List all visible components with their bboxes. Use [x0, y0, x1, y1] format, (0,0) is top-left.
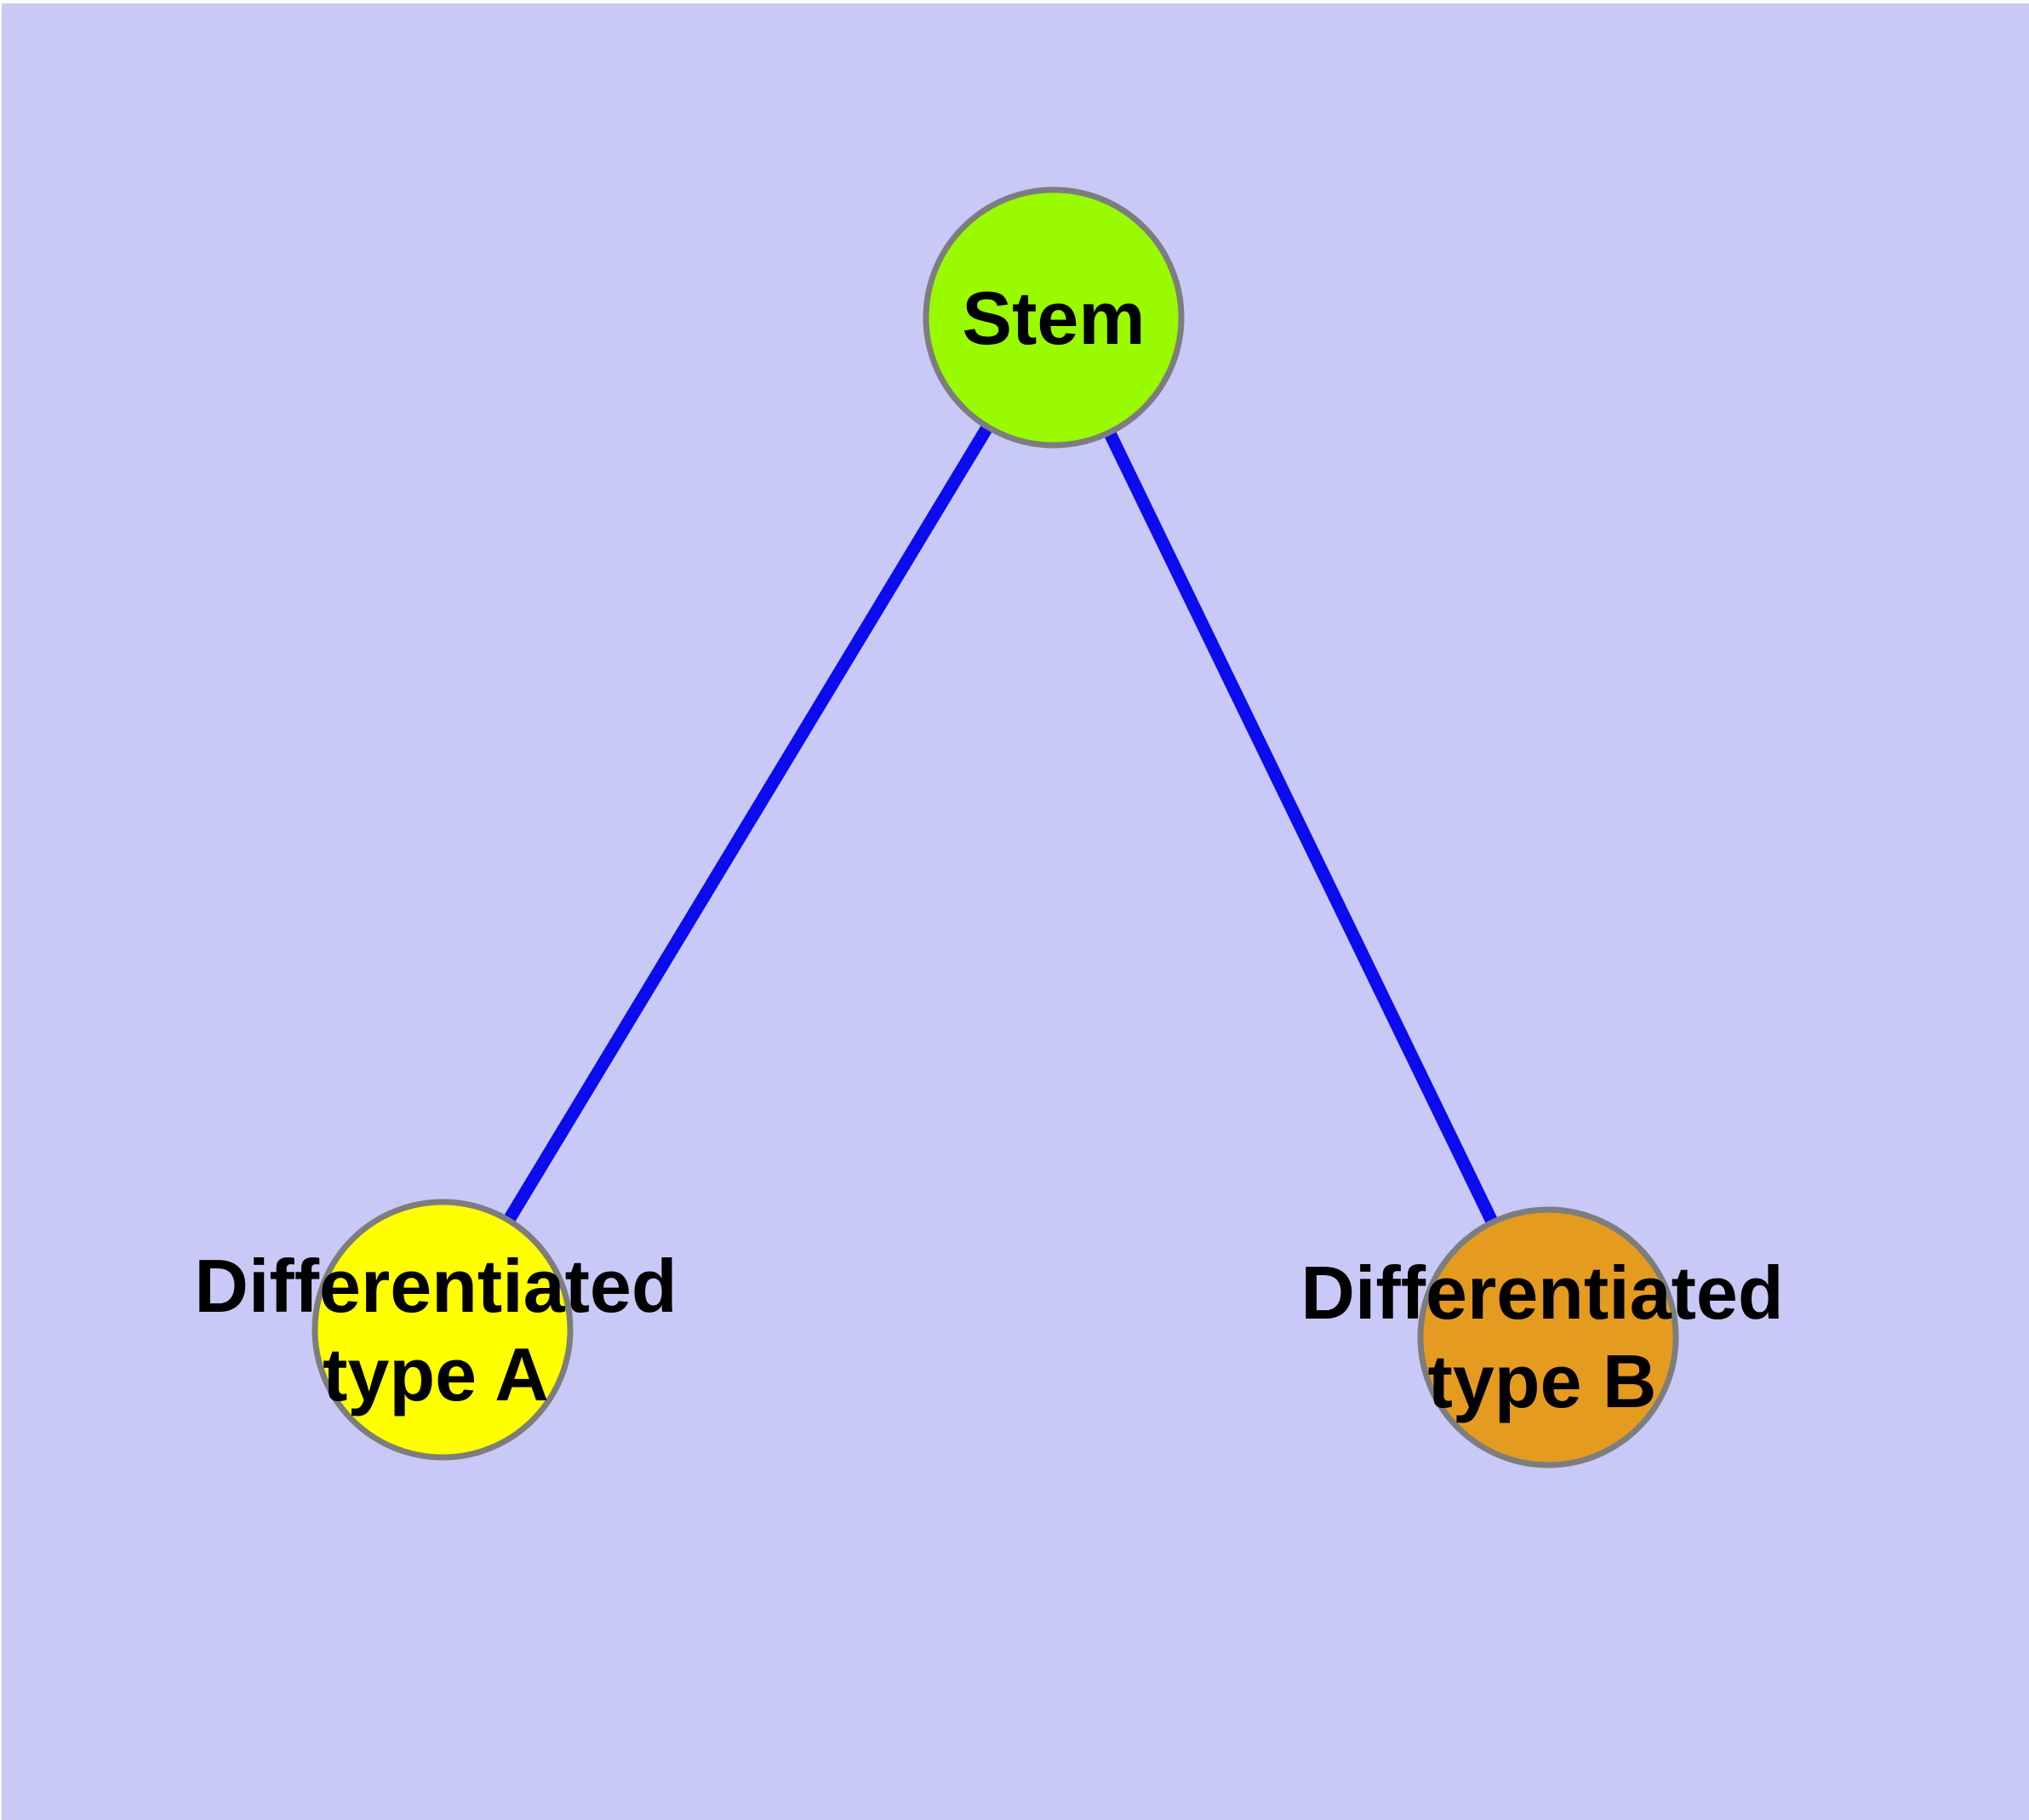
edge-stem-to-type-a: [437, 314, 1060, 1333]
node-type-b-label: Differentiated type B: [1300, 1249, 1783, 1426]
edge-stem-to-type-b: [1048, 314, 1554, 1341]
node-type-b-circle: [1417, 1206, 1679, 1468]
node-stem-label: Stem: [962, 274, 1145, 363]
node-type-b-label-line1: Differentiated: [1300, 1251, 1784, 1335]
node-type-b-label-line2: type B: [1427, 1339, 1657, 1423]
node-type-a-circle: [311, 1199, 574, 1461]
node-stem-circle: [923, 186, 1185, 449]
node-type-a-label-line1: Differentiated: [194, 1244, 677, 1328]
node-stem-label-text: Stem: [962, 276, 1146, 360]
node-type-a-label-line2: type A: [323, 1332, 549, 1417]
node-type-a-label: Differentiated type A: [194, 1242, 677, 1419]
